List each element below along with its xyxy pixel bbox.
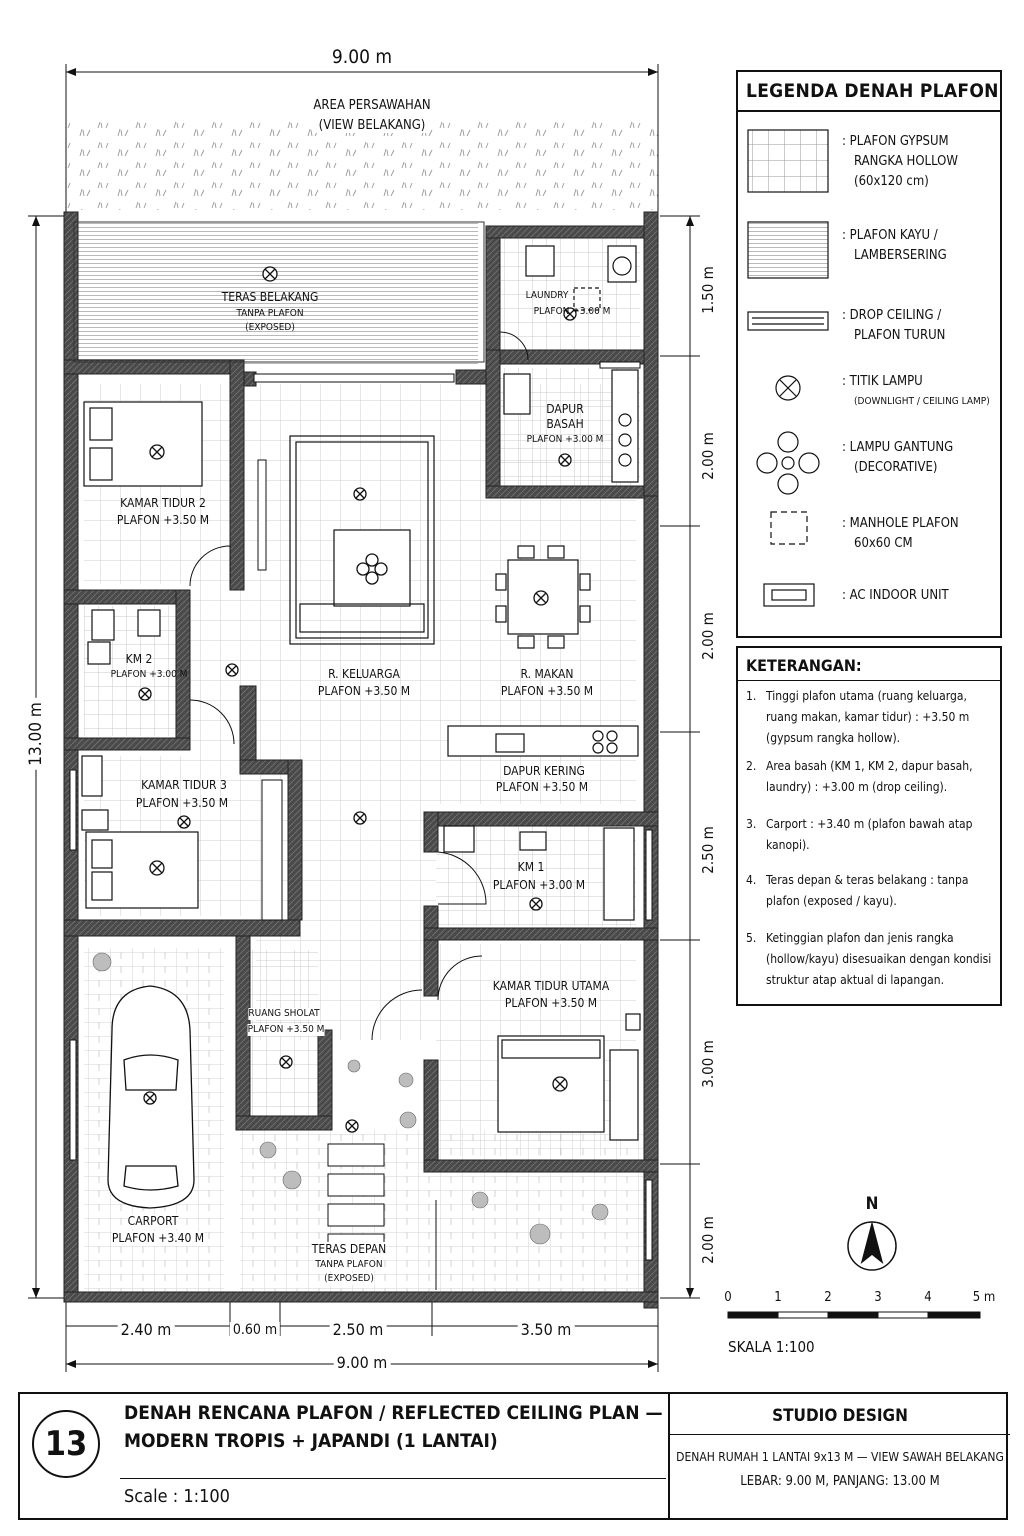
note-item: 3.Carport : +3.40 m (plafon bawah atap k… (746, 817, 973, 852)
kamar-tidur-2-ceiling: PLAFON +3.50 M (116, 513, 210, 527)
title-line-2: MODERN TROPIS + JAPANDI (1 LANTAI) (124, 1430, 498, 1452)
title-block: 13 DENAH RENCANA PLAFON / REFLECTED CEIL… (18, 1392, 1010, 1520)
right-dim-6: 2.00 m (699, 1216, 717, 1264)
km1-name: KM 1 (517, 860, 545, 874)
note-item: 2.Area basah (KM 1, KM 2, dapur basah, l… (746, 759, 973, 794)
legend-drop-ceiling: : DROP CEILING / PLAFON TURUN (842, 308, 946, 343)
r-makan-name: R. MAKAN (520, 667, 574, 681)
km2-name: KM 2 (125, 652, 153, 666)
drawing-dimensions: LEBAR: 9.00 M, PANJANG: 13.00 M (740, 1474, 940, 1489)
bottom-dim-2: 0.60 m (229, 1322, 281, 1338)
r-makan-ceiling: PLAFON +3.50 M (500, 684, 594, 698)
right-dim-5: 3.00 m (699, 1040, 717, 1088)
ruang-sholat-ceiling: PLAFON +3.50 M (247, 1024, 325, 1036)
scale-text: Scale : 1:100 (124, 1486, 230, 1507)
km2-ceiling: PLAFON +3.00 M (110, 669, 188, 680)
dapur-kering-ceiling: PLAFON +3.50 M (495, 780, 589, 794)
kamar-tidur-3-ceiling: PLAFON +3.50 M (135, 796, 229, 810)
note-item: 1.Tinggi plafon utama (ruang keluarga, r… (746, 689, 970, 745)
title-block-right: STUDIO DESIGN DENAH RUMAH 1 LANTAI 9x13 … (668, 1394, 1010, 1518)
bottom-dim-1: 2.40 m (117, 1320, 175, 1339)
right-dim-2: 2.00 m (699, 432, 717, 480)
legend-kayu: : PLAFON KAYU / LAMBERSERING (842, 228, 947, 263)
laundry-ceiling: PLAFON +3.00 M (533, 306, 611, 317)
gypsum-grid-swatch (747, 129, 829, 193)
teras-depan-ceiling: TANPA PLAFON (315, 1259, 383, 1271)
sheet-number: 13 (32, 1410, 100, 1478)
kamar-tidur-3-name: KAMAR TIDUR 3 (141, 778, 227, 792)
studio-name: STUDIO DESIGN (772, 1406, 908, 1426)
bottom-dim-3: 2.50 m (329, 1320, 387, 1339)
bottom-dim-4: 3.50 m (517, 1320, 575, 1339)
carport-ceiling: PLAFON +3.40 M (111, 1231, 205, 1246)
legend-ac-unit: : AC INDOOR UNIT (842, 588, 949, 603)
legend-lampu-gantung: : LAMPU GANTUNG (DECORATIVE) (842, 440, 954, 475)
notes-title: KETERANGAN: (746, 656, 862, 675)
bottom-total-dimension: 9.00 m (333, 1353, 391, 1372)
downlight-icon (262, 266, 278, 282)
rice-field-area (66, 120, 658, 210)
teras-belakang-name: TERAS BELAKANG (221, 290, 319, 304)
note-item: 5.Ketinggian plafon dan jenis rangka (ho… (746, 931, 992, 987)
teras-depan-note: (EXPOSED) (324, 1273, 374, 1285)
kamar-tidur-utama-ceiling: PLAFON +3.50 M (504, 996, 598, 1010)
scale-tick: 5 m (972, 1290, 996, 1305)
kamar-tidur-utama-name: KAMAR TIDUR UTAMA (492, 979, 610, 993)
scale-tick: 0 (724, 1290, 732, 1305)
title-line-1: DENAH RENCANA PLAFON / REFLECTED CEILING… (124, 1402, 663, 1424)
dapur-basah-name1: DAPUR (546, 402, 584, 416)
wood-lines-swatch (747, 221, 829, 279)
laundry-name: LAUNDRY (525, 290, 569, 301)
pendant-lamp-icon (356, 553, 388, 585)
area-persawahan-label: AREA PERSAWAHAN (313, 98, 431, 113)
teras-belakang-floor (74, 222, 478, 364)
scale-tick: 3 (874, 1290, 882, 1305)
legend-manhole: : MANHOLE PLAFON 60x60 CM (842, 516, 959, 551)
legend-box: LEGENDA DENAH PLAFON : PLAFON GYPSUM RAN… (736, 70, 1002, 638)
kamar-tidur-2-name: KAMAR TIDUR 2 (120, 496, 206, 510)
scale-tick: 4 (924, 1290, 932, 1305)
teras-depan-name: TERAS DEPAN (311, 1242, 387, 1257)
scale-label: SKALA 1:100 (728, 1338, 815, 1356)
legend-titik-lampu: : TITIK LAMPU (DOWNLIGHT / CEILING LAMP) (842, 374, 990, 407)
manhole-icon (573, 287, 601, 311)
left-dimension: 13.00 m (26, 698, 46, 770)
ruang-sholat-name: RUANG SHOLAT (248, 1008, 320, 1020)
note-item: 4.Teras depan & teras belakang : tanpa p… (746, 873, 969, 908)
carport-name: CARPORT (127, 1214, 179, 1229)
teras-belakang-note: (EXPOSED) (245, 322, 295, 333)
scale-tick: 2 (824, 1290, 832, 1305)
r-keluarga-name: R. KELUARGA (328, 667, 400, 681)
drop-ceiling-swatch (747, 311, 829, 331)
north-arrow-icon (847, 1221, 897, 1271)
scale-tick: 1 (774, 1290, 782, 1305)
top-dimension: 9.00 m (328, 46, 396, 68)
km1-ceiling: PLAFON +3.00 M (492, 878, 586, 892)
legend-gypsum: : PLAFON GYPSUM RANGKA HOLLOW (60x120 cm… (842, 134, 958, 189)
notes-box: KETERANGAN: 1.Tinggi plafon utama (ruang… (736, 646, 1002, 1006)
dapur-kering-name: DAPUR KERING (503, 764, 585, 778)
right-dim-4: 2.50 m (699, 826, 717, 874)
teras-belakang-ceiling: TANPA PLAFON (236, 308, 304, 319)
r-keluarga-ceiling: PLAFON +3.50 M (317, 684, 411, 698)
right-dim-3: 2.00 m (699, 612, 717, 660)
dapur-basah-ceiling: PLAFON +3.00 M (526, 434, 604, 445)
view-belakang-label: (VIEW BELAKANG) (314, 118, 430, 133)
north-label: N (865, 1194, 879, 1214)
dapur-basah-name2: BASAH (546, 417, 584, 431)
legend-title: LEGENDA DENAH PLAFON (746, 80, 999, 102)
drawing-subtitle: DENAH RUMAH 1 LANTAI 9x13 M — VIEW SAWAH… (676, 1450, 1004, 1464)
right-dim-1: 1.50 m (699, 266, 717, 314)
